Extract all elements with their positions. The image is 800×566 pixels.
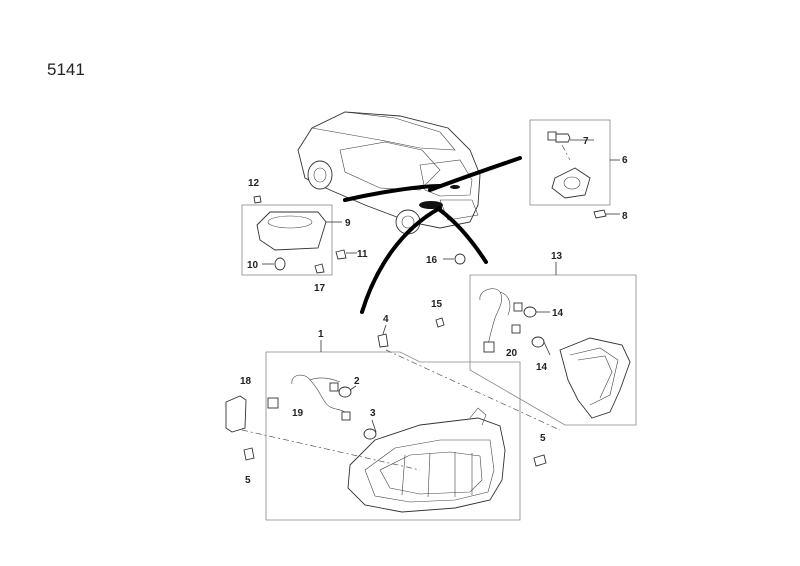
callout-2: 2: [354, 376, 360, 387]
wiring-harness-20: [479, 288, 511, 353]
callout-14-lower: 14: [536, 362, 548, 373]
callout-3: 3: [370, 408, 376, 419]
bulb-10: [274, 257, 286, 271]
callout-5-right: 5: [540, 433, 546, 444]
inner-tail-lamp: [559, 337, 631, 419]
callout-18: 18: [240, 376, 252, 387]
leader-swoosh-right: [428, 156, 522, 192]
screw-8: [593, 209, 607, 219]
screw-5-right: [533, 454, 547, 467]
box-license-lamp: [241, 204, 333, 276]
callout-15: 15: [431, 299, 443, 310]
bulb-14b: [511, 324, 545, 348]
rear-combination-lamp: [347, 407, 506, 513]
screw-5-left: [243, 447, 255, 461]
callout-16: 16: [426, 255, 438, 266]
bracket-18: [225, 395, 247, 433]
clip-17: [314, 263, 325, 274]
callout-6: 6: [622, 155, 628, 166]
lamp-housing-small: [551, 167, 591, 199]
callout-1: 1: [318, 329, 324, 340]
diagram-code: 5141: [47, 60, 85, 79]
callout-20: 20: [506, 348, 518, 359]
box-inner-lamp: [469, 274, 637, 426]
callout-12: 12: [248, 178, 260, 189]
callout-13: 13: [551, 251, 563, 262]
callout-7: 7: [583, 136, 589, 147]
callout-14-upper: 14: [552, 308, 564, 319]
car-illustration: [297, 111, 481, 235]
callout-4: 4: [383, 314, 389, 325]
callout-19: 19: [292, 408, 304, 419]
leader-swoosh-down: [360, 206, 442, 314]
bulb-socket-part: [547, 131, 571, 143]
box-socket-assembly: [529, 119, 611, 206]
grommet-4: [377, 333, 389, 348]
callout-10: 10: [247, 260, 259, 271]
leader-swoosh-left: [343, 184, 442, 202]
callout-11: 11: [357, 249, 368, 260]
nut-11: [335, 249, 347, 260]
bulb-2: [329, 382, 352, 398]
box-rear-combination-lamp: [265, 351, 521, 521]
callout-5-left: 5: [245, 475, 251, 486]
bulb-14a: [513, 302, 537, 318]
nut-16: [454, 253, 466, 265]
callout-8: 8: [622, 211, 628, 222]
bulb-3: [341, 411, 377, 440]
wiring-harness-19: [267, 374, 346, 413]
callout-9: 9: [345, 218, 351, 229]
leader-swoosh-bottom-right: [438, 208, 488, 264]
nut-15: [435, 317, 445, 328]
screw-12: [253, 195, 262, 204]
license-lamp-housing: [256, 211, 327, 251]
callout-17: 17: [314, 283, 326, 294]
